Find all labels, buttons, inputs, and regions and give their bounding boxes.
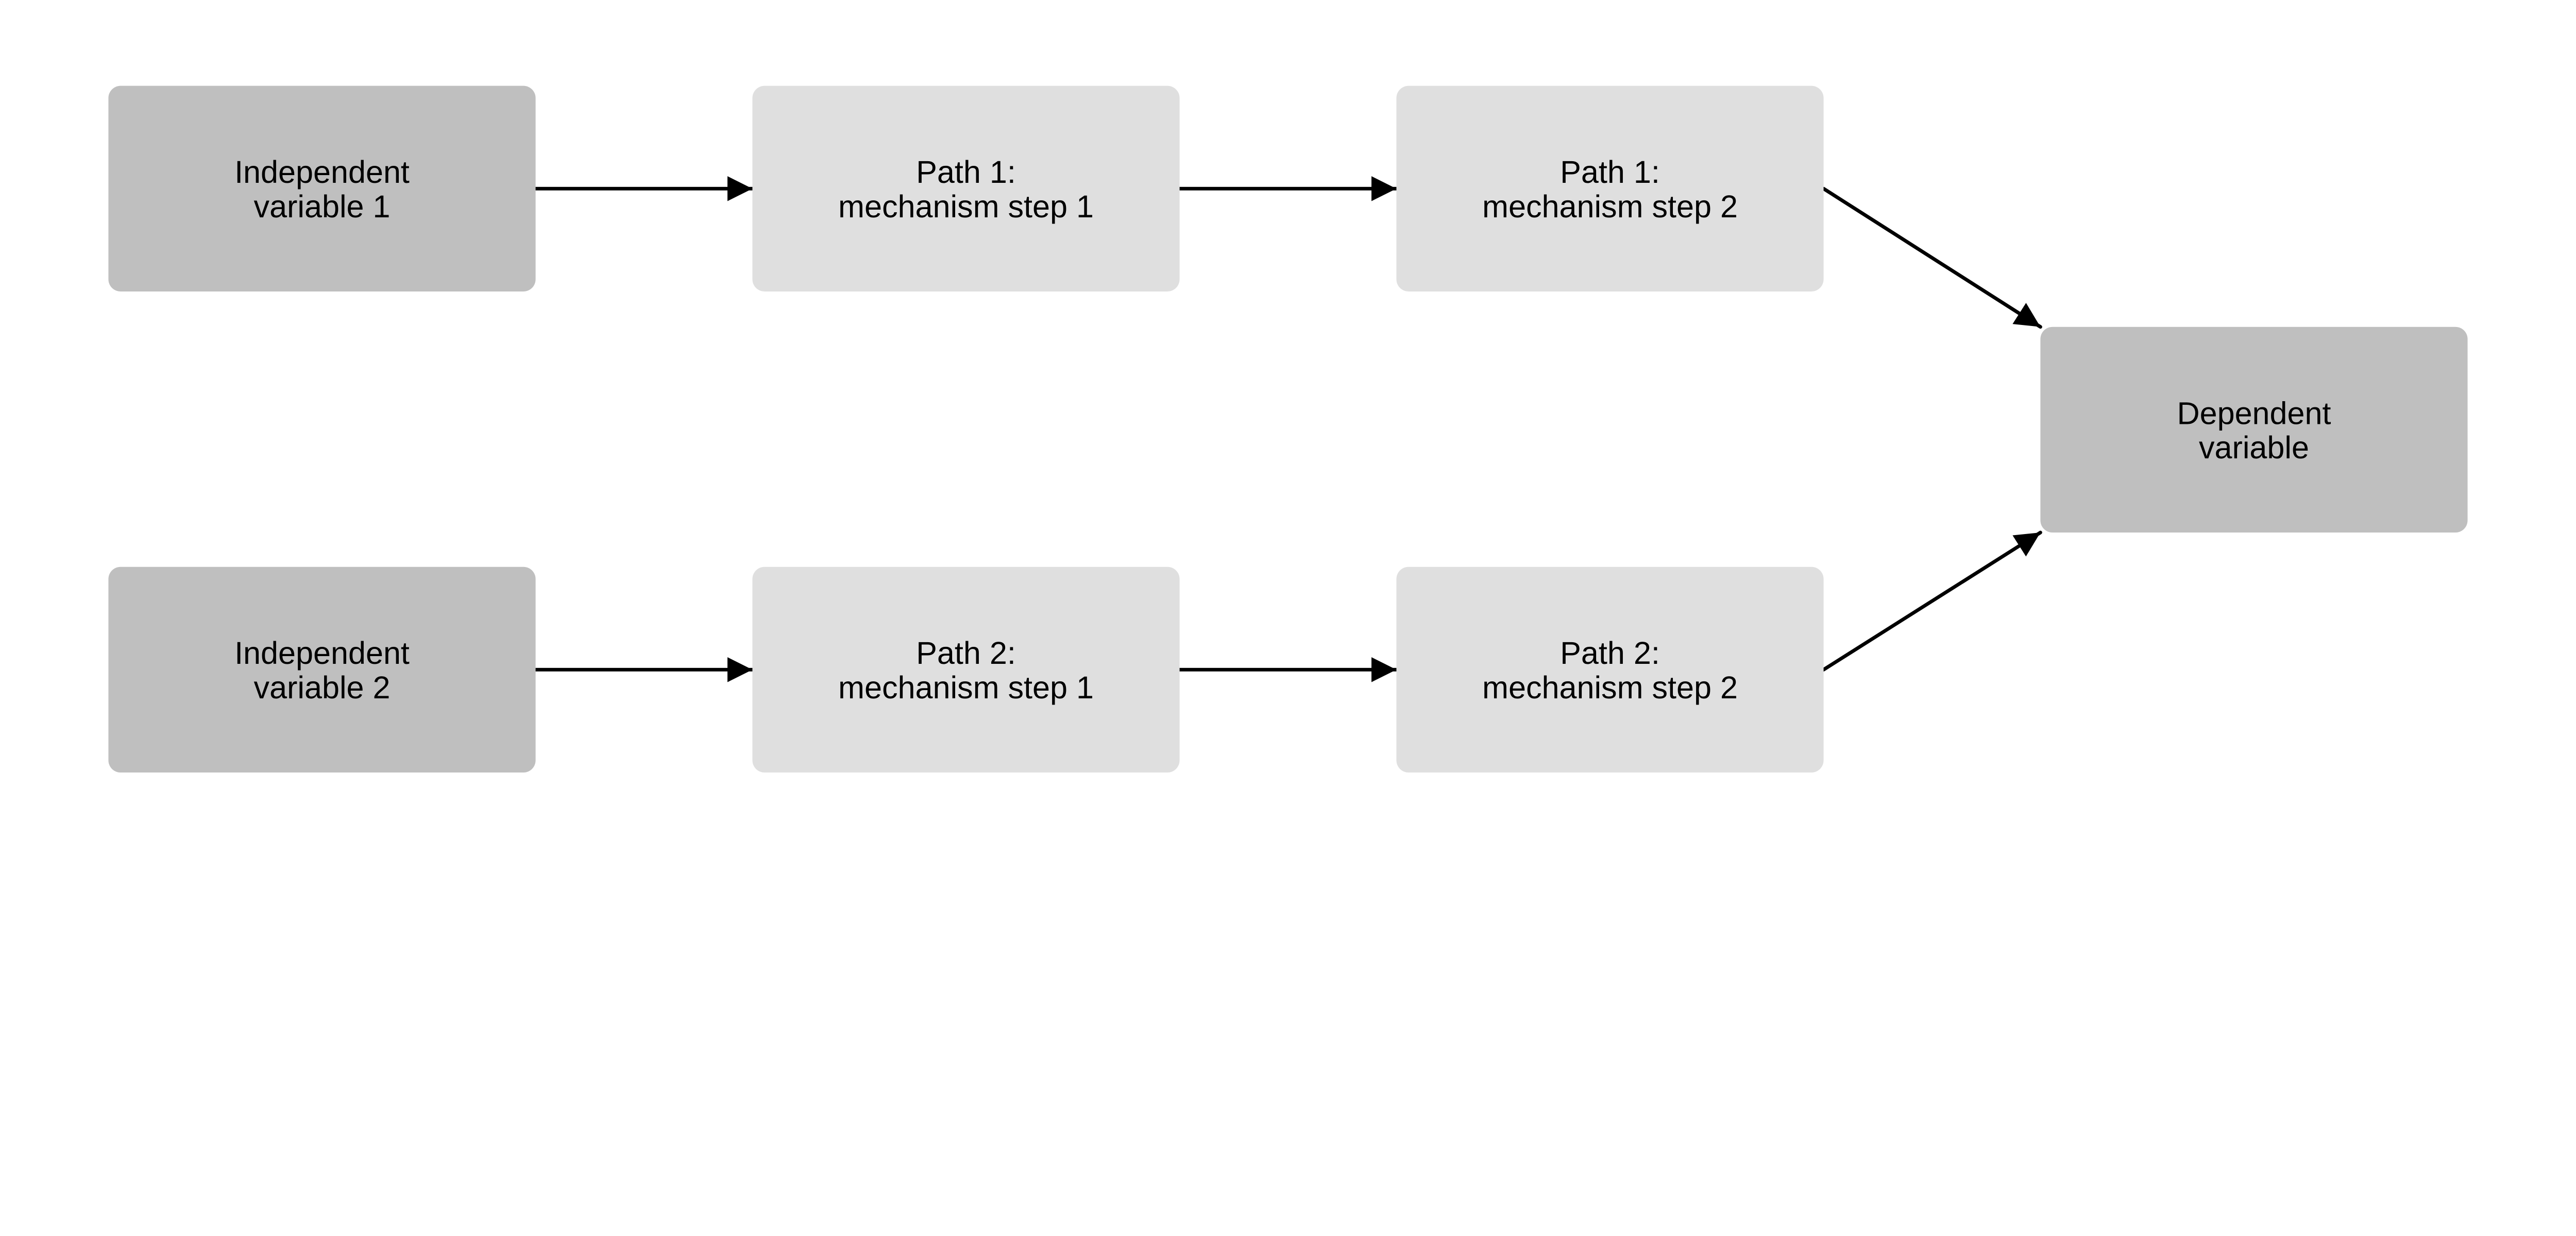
node-label-line2: mechanism step 2 [1482,189,1738,224]
node-label-line1: Independent [234,636,410,671]
node-box [108,85,536,291]
edges [534,176,2042,682]
node-label-line2: variable 2 [254,670,391,705]
node-box [108,566,536,772]
node-box [1396,566,1824,772]
node-box [1396,85,1824,291]
node-p2s2: Path 2:mechanism step 2 [1396,566,1824,772]
node-p1s2: Path 1:mechanism step 2 [1396,85,1824,291]
arrow-p2s2-to-dv [1822,530,2042,672]
node-p1s1: Path 1:mechanism step 1 [752,85,1180,291]
node-box [2040,327,2468,533]
node-label-line2: mechanism step 1 [838,670,1094,705]
node-box [752,566,1180,772]
node-p2s1: Path 2:mechanism step 1 [752,566,1180,772]
node-label-line2: variable [2199,430,2309,465]
node-label-line1: Dependent [2177,396,2331,431]
node-label-line2: variable 1 [254,189,391,224]
node-label-line2: mechanism step 1 [838,189,1094,224]
node-label-line1: Path 2: [916,636,1016,671]
node-label-line1: Path 2: [1560,636,1660,671]
arrow-p1s2-to-dv [1822,186,2042,329]
node-box [752,85,1180,291]
node-label-line2: mechanism step 2 [1482,670,1738,705]
node-label-line1: Independent [234,154,410,190]
node-label-line1: Path 1: [1560,154,1660,190]
node-label-line1: Path 1: [916,154,1016,190]
